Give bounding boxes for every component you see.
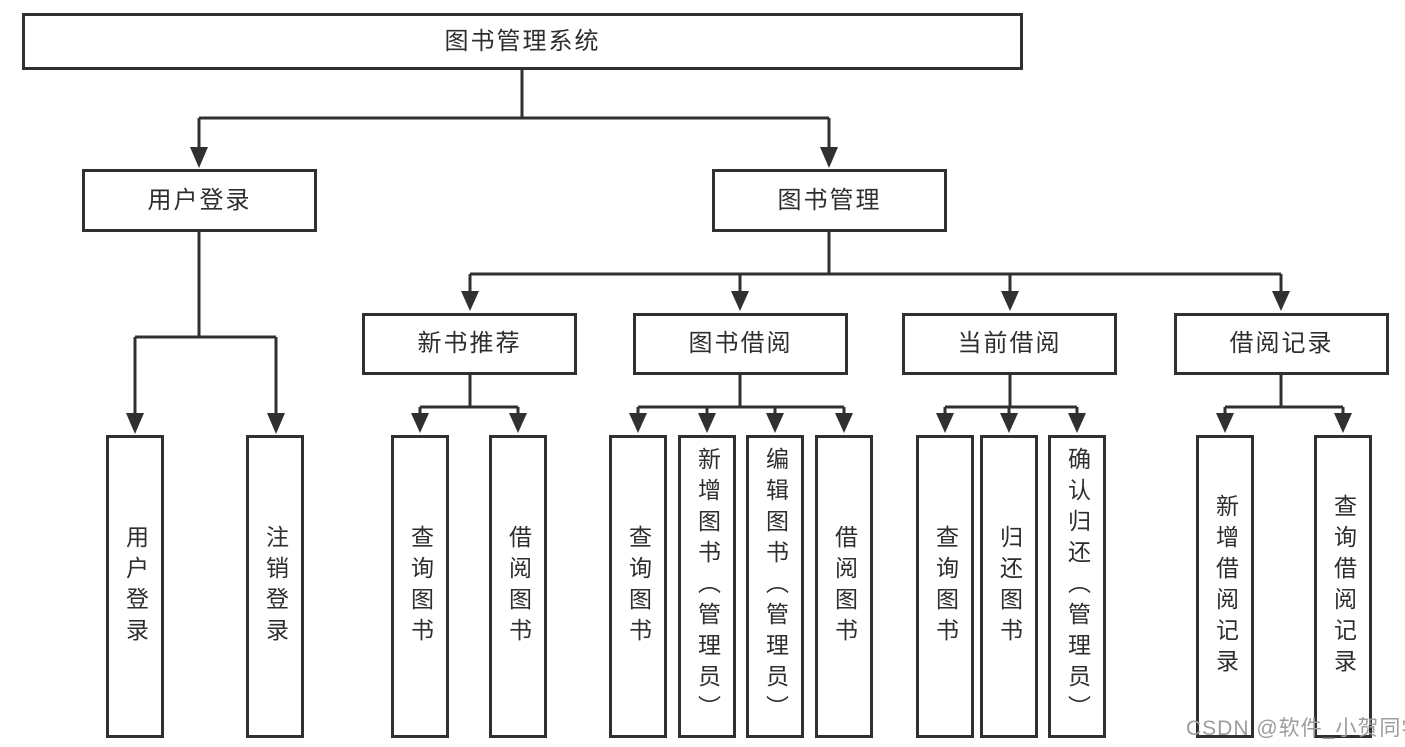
leaf-return-books-label: 归还图书 (996, 524, 1023, 649)
node-new-book-recommend-label: 新书推荐 (417, 330, 522, 357)
watermark: CSDN @软件_小贺同学 (1186, 717, 1405, 740)
leaf-query-books-recommend: 查询图书 (391, 435, 449, 738)
node-book-management: 图书管理 (712, 169, 947, 232)
node-user-login-label: 用户登录 (147, 186, 252, 214)
leaf-return-books: 归还图书 (980, 435, 1038, 738)
leaf-add-borrow-record-label: 新增借阅记录 (1212, 493, 1239, 680)
leaf-borrow-books-recommend-label: 借阅图书 (505, 524, 532, 649)
leaf-confirm-return-admin: 确认归还（管理员） (1048, 435, 1106, 738)
leaf-query-books-current-label: 查询图书 (932, 524, 959, 649)
node-user-login: 用户登录 (82, 169, 317, 232)
node-root-label: 图书管理系统 (444, 27, 601, 55)
leaf-query-books-recommend-label: 查询图书 (407, 524, 434, 649)
node-book-borrow: 图书借阅 (633, 313, 848, 375)
leaf-logout-login: 注销登录 (246, 435, 304, 738)
leaf-borrow-books-borrow-label: 借阅图书 (831, 524, 858, 649)
node-current-borrow: 当前借阅 (902, 313, 1117, 375)
node-book-management-label: 图书管理 (777, 186, 882, 214)
leaf-confirm-return-admin-label: 确认归还（管理员） (1064, 447, 1091, 726)
leaf-query-books-current: 查询图书 (916, 435, 974, 738)
node-borrow-records-label: 借阅记录 (1229, 330, 1334, 357)
leaf-user-login: 用户登录 (106, 435, 164, 738)
leaf-edit-books-admin: 编辑图书（管理员） (746, 435, 804, 738)
node-borrow-records: 借阅记录 (1174, 313, 1389, 375)
leaf-logout-login-label: 注销登录 (262, 524, 289, 649)
leaf-query-borrow-record: 查询借阅记录 (1314, 435, 1372, 738)
node-book-borrow-label: 图书借阅 (688, 330, 793, 357)
leaf-borrow-books-borrow: 借阅图书 (815, 435, 873, 738)
leaf-add-books-admin: 新增图书（管理员） (678, 435, 736, 738)
node-current-borrow-label: 当前借阅 (957, 330, 1062, 357)
leaf-user-login-label: 用户登录 (122, 524, 149, 649)
leaf-query-books-borrow: 查询图书 (609, 435, 667, 738)
leaf-add-books-admin-label: 新增图书（管理员） (694, 447, 721, 726)
node-new-book-recommend: 新书推荐 (362, 313, 577, 375)
leaf-add-borrow-record: 新增借阅记录 (1196, 435, 1254, 738)
leaf-edit-books-admin-label: 编辑图书（管理员） (762, 447, 789, 726)
node-root: 图书管理系统 (22, 13, 1023, 70)
leaf-query-books-borrow-label: 查询图书 (625, 524, 652, 649)
leaf-query-borrow-record-label: 查询借阅记录 (1330, 493, 1357, 680)
leaf-borrow-books-recommend: 借阅图书 (489, 435, 547, 738)
